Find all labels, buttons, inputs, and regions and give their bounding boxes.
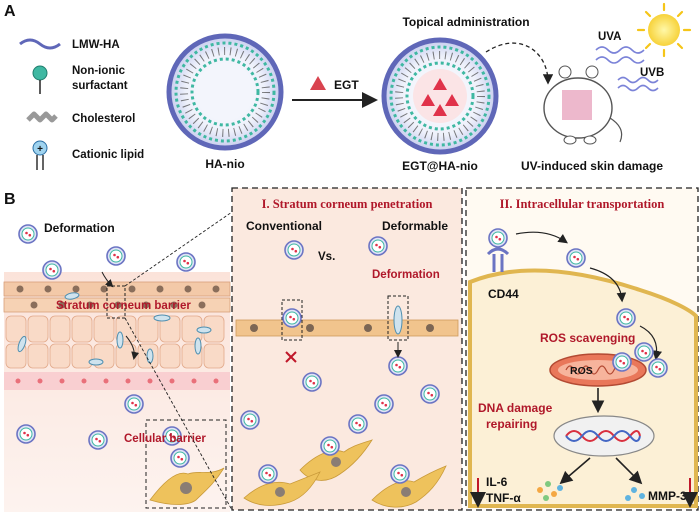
mmp3-label: MMP-3 [648,489,687,503]
fibroblast-cell [149,448,225,505]
uva-label: UVA [598,31,621,43]
deformation2-label: Deformation [372,269,440,281]
cytokine-dots [537,481,563,501]
egt-triangle-icon [310,76,326,90]
skin-damage-label: UV-induced skin damage [521,159,663,173]
svg-text:+: + [37,144,43,155]
cationic-lipid-legend-icon [32,140,48,156]
egt-ha-nio-vesicle [381,37,499,155]
cell-membrane [468,268,698,508]
egt-ha-nio-label: EGT@HA-nio [402,159,478,173]
vs-label: Vs. [318,251,335,263]
box1-title: I. Stratum corneum penetration [262,197,433,211]
mitochondrion-icon [549,353,647,387]
dna-helix-icon [565,430,641,442]
uvb-label: UVB [640,67,664,79]
stratum-corneum [3,281,231,313]
legend-nonionic: Non-ionic [72,65,126,77]
ros-scavenging-label: ROS scavenging [540,331,635,345]
conventional-label: Conventional [246,219,322,233]
nucleus [553,415,655,457]
cd44-label: CD44 [488,287,519,301]
ha-nio-label: HA-nio [205,157,244,171]
basal-cells [4,372,230,390]
box2-title: II. Intracellular transportation [500,197,665,211]
dna-damage-label: DNA damage [478,401,553,415]
cross-icon [285,351,297,363]
panel-a-letter: A [4,3,16,20]
legend-cholesterol: Cholesterol [72,113,135,125]
surfactant-legend-icon [32,65,48,81]
cellular-barrier-label: Cellular barrier [124,433,206,445]
tnf-label: TNF-α [486,491,521,505]
mouse-icon [543,65,623,145]
topical-label: Topical administration [402,15,529,29]
sc-barrier-label: Stratum corneum barrier [56,300,191,312]
legend: LMW-HA Non-ionic surfactant Cholesterol … [19,38,144,170]
legend-cationic-lipid: Cationic lipid [72,149,144,161]
legend-surfactant: surfactant [72,80,128,92]
cd44-receptor-icon [486,247,510,272]
egt-label: EGT [334,78,359,92]
box1-sc-layer [235,319,459,337]
ha-nio-vesicle [166,33,284,151]
dna-repairing-label: repairing [486,417,537,431]
il6-label: IL-6 [486,475,508,489]
legend-lmw-ha: LMW-HA [72,39,120,51]
deformation-label: Deformation [44,221,115,235]
lmw-ha-legend-icon [19,38,61,50]
panel-b-letter: B [4,191,16,208]
sun-icon [636,2,692,58]
mmp-dots [625,487,645,501]
cholesterol-legend-icon [26,111,58,123]
epidermis-cells [5,315,225,369]
deformable-label: Deformable [382,219,448,233]
ros-label: ROS [570,365,593,377]
